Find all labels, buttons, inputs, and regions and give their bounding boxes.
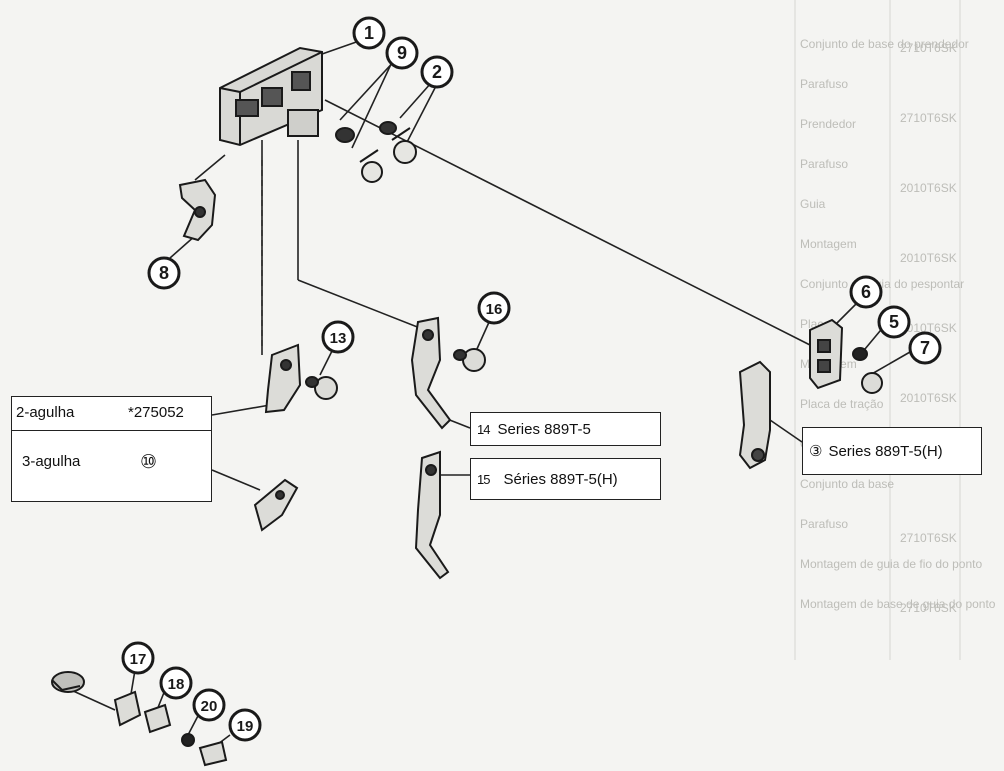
ghost-description: Montagem de base de guia do ponto [800,597,996,611]
callout-19: 19 [228,708,262,742]
ghost-description: Guia [800,197,826,211]
callout-number: 16 [486,301,503,318]
bracket-part-16 [410,316,486,430]
callout-7: 7 [908,331,942,365]
needle-variant-table: 2-agulha *275052 3-agulha ⑩ [11,396,212,502]
callout-8: 8 [147,256,181,290]
callout-number: 6 [861,282,871,302]
callout-number: 9 [397,43,407,63]
callout-16: 16 [477,291,511,325]
bracket-part-15 [414,450,450,580]
ghost-code: 2010T6SK [900,181,957,195]
variant-row-3-needle: 3-agulha ⑩ [12,431,211,501]
bracket-part-8 [178,178,217,242]
ghost-code: 2710T6SK [900,111,957,125]
callout-20: 20 [192,688,226,722]
variant-part-number: *275052 [128,404,184,421]
bracket-part-10 [253,478,299,532]
callout-number: 1 [364,23,374,43]
callout-number: 8 [159,263,169,283]
callout-number: 2 [432,62,442,82]
series-text: Series 889T-5(H) [828,442,943,460]
ref-number: 15 [477,471,491,487]
ghost-description: Parafuso [800,157,848,171]
ghost-description: Conjunto de guia do pespontar [800,277,964,291]
callout-2: 2 [420,55,454,89]
ghost-code: 2710T6SK [900,41,957,55]
ghost-code: 2010T6SK [900,391,957,405]
callout-number: 20 [201,698,218,715]
leader-lines [59,39,911,751]
series-label-3: ③ Series 889T-5(H) [802,427,982,475]
variant-row-2-needle: 2-agulha *275052 [12,397,211,431]
callout-9: 9 [385,36,419,70]
variant-label: 2-agulha [16,404,75,421]
ghost-description: Montagem de guia de fio do ponto [800,557,982,571]
screw-parts [335,121,417,183]
callout-number: 5 [889,312,899,332]
ghost-code: 2710T6SK [900,601,957,615]
callout-17: 17 [121,641,155,675]
ghost-description: Placa de tração [800,397,884,411]
thread-guide-parts [51,671,228,767]
ghost-description: Conjunto de base do prendedor [800,37,969,51]
ghost-description: Conjunto da base [800,477,894,491]
ghost-description: Parafuso [800,77,848,91]
callout-5: 5 [877,305,911,339]
callout-18: 18 [159,666,193,700]
ghost-description: Montagem [800,237,857,251]
series-label-15: 15 Séries 889T-5(H) [470,458,661,500]
ref-number: ③ [809,443,823,460]
ref-number: 14 [477,421,491,437]
variant-label: 3-agulha [22,453,81,470]
callout-13: 13 [321,320,355,354]
callout-number: 17 [130,651,147,668]
ghost-code: 2710T6SK [900,531,957,545]
series-text: Series 889T-5 [497,420,591,438]
callout-6: 6 [849,275,883,309]
ghost-description: Prendedor [800,117,856,131]
ghost-description: Parafuso [800,517,848,531]
callout-number: 13 [330,330,347,347]
callout-number: 18 [168,676,185,693]
callout-number: 7 [920,338,930,358]
callout-number: 19 [237,718,254,735]
ghost-code: 2010T6SK [900,321,957,335]
right-assembly-parts [738,318,883,470]
ghost-code: 2010T6SK [900,251,957,265]
series-label-14: 14 Series 889T-5 [470,412,661,446]
base-block-part [219,46,323,147]
callout-1: 1 [352,16,386,50]
bracket-part-left [264,343,338,414]
variant-ref-number: ⑩ [140,452,158,473]
series-text: Séries 889T-5(H) [503,470,618,488]
